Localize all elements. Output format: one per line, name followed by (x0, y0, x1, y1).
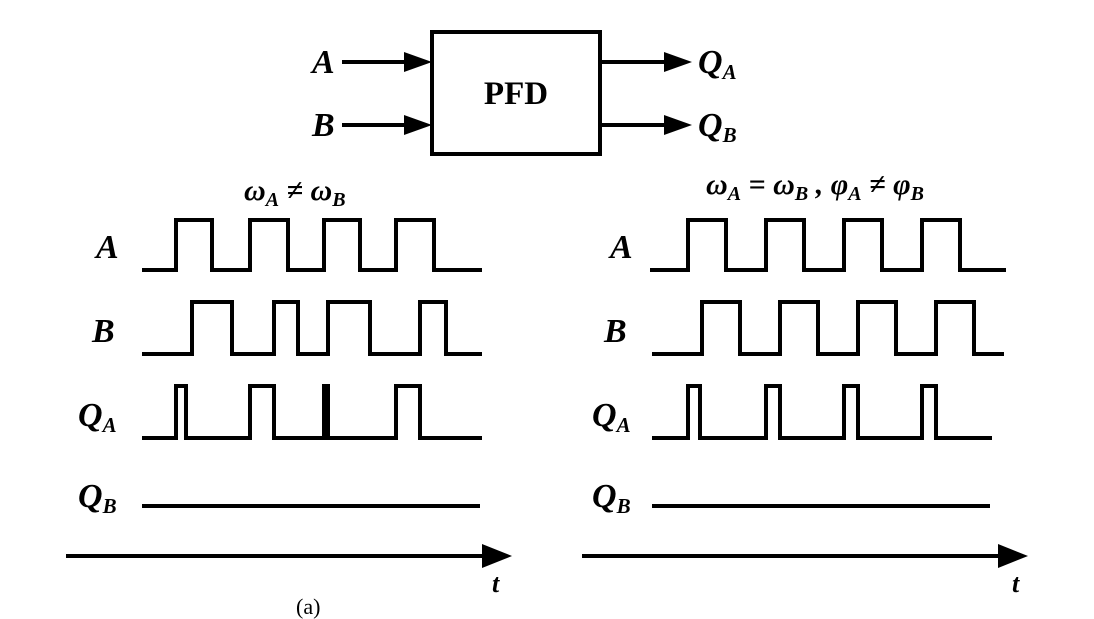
output-qa-arrowhead (664, 52, 692, 72)
panel-left-waveform-qa (142, 384, 482, 440)
panel-right-waveform-qa (652, 384, 992, 440)
pfd-block-label: PFD (484, 76, 548, 112)
panel-left: ωA ≠ ωB A B QA QB t (66, 174, 512, 598)
panel-left-title: ωA ≠ ωB (244, 174, 346, 211)
figure-caption: (a) (296, 594, 320, 619)
output-qb-arrowhead (664, 115, 692, 135)
input-b-label: B (311, 107, 335, 144)
panel-right: ωA = ωB , φA ≠ φB A B QA QB t (582, 168, 1028, 598)
pfd-block (430, 30, 602, 156)
panel-right-title: ωA = ωB , φA ≠ φB (706, 168, 924, 205)
panel-left-time-arrowhead (482, 544, 512, 568)
panel-right-time-arrowhead (998, 544, 1028, 568)
panel-left-signal-a-label: A (94, 229, 119, 266)
panel-right-signal-b-label: B (603, 313, 627, 350)
panel-right-waveform-b (652, 300, 1004, 356)
panel-right-waveform-a (650, 218, 1006, 272)
panel-left-signal-qb-label: QB (78, 478, 117, 518)
panel-left-signal-b-label: B (91, 313, 115, 350)
panel-right-signal-qa-label: QA (592, 397, 631, 437)
output-qb-label: QB (698, 107, 737, 147)
panel-right-signal-qb-label: QB (592, 478, 631, 518)
output-qa-label: QA (698, 44, 737, 84)
panel-left-axis-label: t (492, 569, 500, 598)
panel-left-waveform-a (142, 218, 482, 272)
panel-left-waveform-b (142, 300, 482, 356)
input-a-label: A (310, 44, 335, 81)
block-diagram: PFD A B QA QB (310, 30, 737, 156)
input-a-arrowhead (404, 52, 432, 72)
panel-right-axis-label: t (1012, 569, 1020, 598)
input-b-arrowhead (404, 115, 432, 135)
panel-right-signal-a-label: A (608, 229, 633, 266)
panel-left-signal-qa-label: QA (78, 397, 117, 437)
